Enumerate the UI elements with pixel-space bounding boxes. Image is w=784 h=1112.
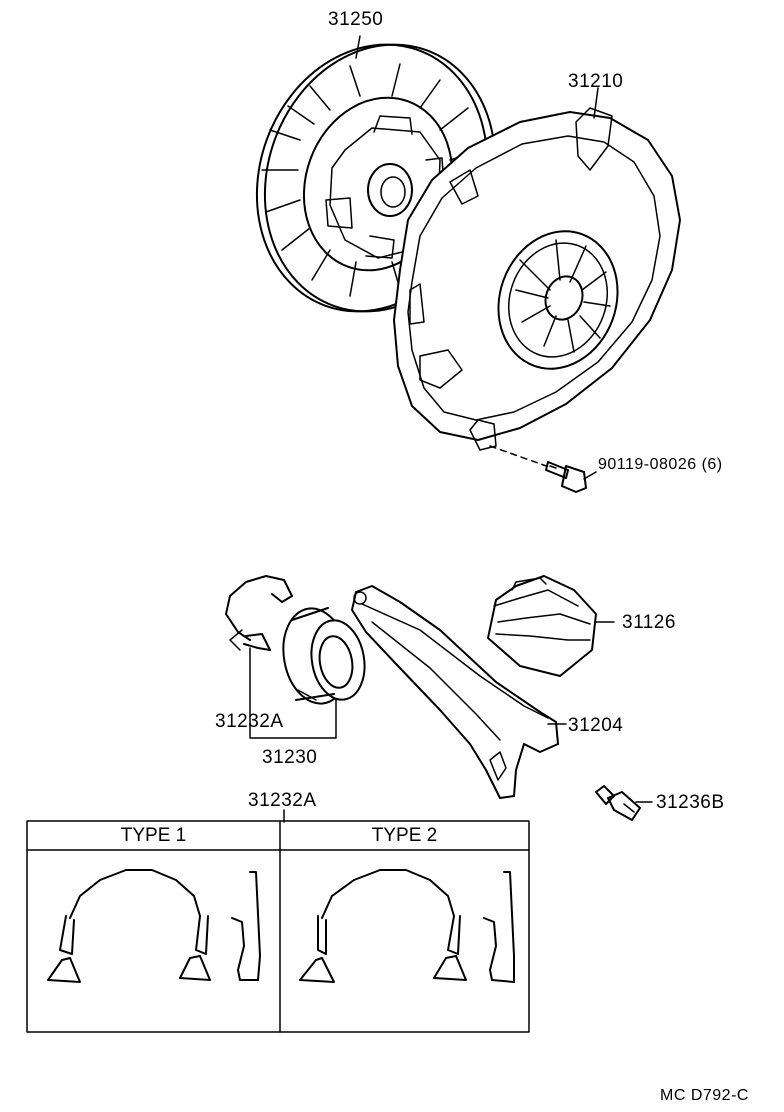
type1-clip-drawing: [47, 869, 261, 983]
bolt-quantity: (6): [701, 456, 723, 473]
part-label-clutch-disc: 31250: [328, 9, 384, 30]
part-label-release-bearing-clip: 31232A: [215, 711, 284, 732]
part-label-bolt: 90119-08026 (6): [598, 457, 723, 473]
part-label-release-bearing-assy: 31230: [262, 747, 318, 768]
bolt-drawing: [545, 461, 587, 493]
part-label-fork-support: 31236B: [656, 792, 725, 813]
part-label-boot: 31126: [622, 612, 676, 633]
clip-type-table: [26, 820, 530, 1033]
boot-drawing: [487, 575, 597, 677]
clutch-cover-drawing: [393, 107, 681, 469]
release-bearing-drawing: [282, 607, 366, 705]
part-label-release-fork: 31204: [568, 715, 624, 736]
type2-clip-drawing: [299, 869, 515, 983]
part-label-clutch-cover: 31210: [568, 71, 624, 92]
table-header-type2: TYPE 2: [371, 825, 438, 846]
drawing-code: MC D792-C: [660, 1087, 749, 1104]
leader-lines: [249, 35, 653, 823]
bolt-number: 90119-08026: [598, 456, 697, 473]
table-header-type1: TYPE 1: [120, 825, 187, 846]
part-label-clip-table: 31232A: [248, 790, 317, 811]
clip-drawing: [225, 575, 293, 651]
release-fork-drawing: [351, 585, 559, 799]
support-drawing: [595, 785, 641, 821]
